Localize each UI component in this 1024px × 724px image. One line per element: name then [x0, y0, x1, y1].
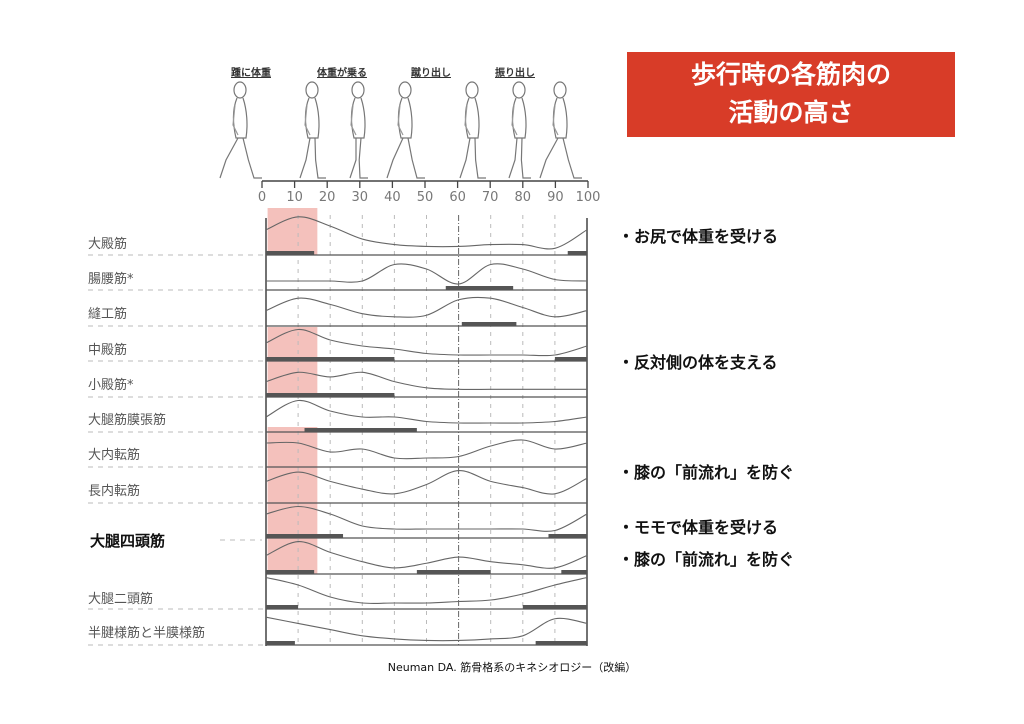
muscle-label: 小殿筋*	[88, 378, 134, 393]
slide-title: 歩行時の各筋肉の 活動の高さ	[627, 52, 955, 137]
note: ・膝の「前流れ」を防ぐ	[618, 550, 795, 569]
emg-curve	[265, 540, 588, 569]
activity-bar	[567, 251, 587, 255]
emg-curve	[266, 263, 588, 285]
activity-bar	[445, 286, 514, 290]
walking-figure	[219, 81, 262, 179]
stance-highlight	[267, 208, 318, 255]
emg-curve	[265, 439, 588, 460]
walking-figure	[539, 81, 582, 179]
emg-curve	[265, 371, 587, 391]
note: ・お尻で体重を受ける	[618, 227, 779, 246]
activity-bar	[266, 534, 344, 538]
activity-bar	[266, 570, 315, 574]
emg-curve	[265, 616, 588, 642]
note: ・反対側の体を支える	[618, 353, 778, 372]
note: ・モモで体重を受ける	[618, 518, 779, 537]
citation: Neuman DA. 筋骨格系のキネシオロジー（改編）	[387, 661, 637, 674]
walking-figure	[349, 81, 368, 179]
walking-figure	[386, 81, 425, 179]
activity-bar	[461, 322, 517, 326]
muscle-label: 大内転筋	[88, 448, 141, 463]
muscle-label: 大殿筋	[88, 237, 128, 252]
axis-tick-label: 40	[384, 190, 401, 205]
phase-label-heel: 踵に体重	[231, 68, 271, 79]
axis-tick-label: 30	[351, 190, 369, 205]
axis-tick-label: 100	[575, 190, 601, 205]
emg-curve	[265, 328, 588, 357]
axis-tick-label: 70	[481, 190, 499, 205]
activity-bar	[554, 357, 587, 361]
axis-tick-label: 80	[514, 190, 532, 205]
stance-highlight	[267, 327, 318, 397]
activity-bar	[266, 393, 395, 397]
axis-tick-label: 90	[547, 190, 564, 205]
axis-tick-label: 0	[257, 190, 267, 205]
emg-curve	[265, 576, 588, 604]
activity-bar	[561, 570, 587, 574]
activity-bar	[548, 534, 587, 538]
emg-curve	[265, 216, 588, 250]
axis-tick-label: 60	[449, 190, 466, 205]
walking-figure	[508, 81, 531, 179]
stance-highlight	[267, 427, 318, 574]
note: ・膝の「前流れ」を防ぐ	[618, 463, 795, 482]
emg-curve	[265, 469, 588, 495]
activity-bar	[266, 251, 315, 255]
muscle-label: 縫工筋	[88, 307, 128, 322]
phase-label-push-off: 蹴り出し	[411, 68, 451, 79]
activity-bar	[266, 641, 295, 645]
emg-curve	[265, 399, 588, 424]
title-line-2: 活動の高さ	[728, 98, 854, 127]
activity-bar	[535, 641, 587, 645]
walking-figure	[299, 81, 326, 179]
activity-bar	[266, 357, 395, 361]
muscle-label: 中殿筋	[88, 343, 128, 358]
axis-tick-label: 10	[286, 190, 303, 205]
muscle-label: 大腿筋膜張筋	[88, 413, 167, 428]
walking-figure	[459, 81, 486, 179]
phase-label-swing: 振り出し	[495, 68, 535, 79]
title-line-1: 歩行時の各筋肉の	[690, 60, 891, 89]
muscle-label: 腸腰筋*	[88, 272, 134, 287]
muscle-label: 大腿二頭筋	[88, 592, 154, 607]
phase-label-loading: 体重が乗る	[317, 68, 367, 79]
activity-bar	[266, 605, 299, 609]
emg-curve	[265, 296, 588, 318]
muscle-label-quadriceps: 大腿四頭筋	[90, 532, 166, 550]
activity-bar	[304, 428, 417, 432]
activity-bar	[416, 570, 491, 574]
axis-tick-label: 20	[318, 190, 336, 205]
activity-bar	[522, 605, 587, 609]
axis-tick-label: 50	[416, 190, 434, 205]
muscle-label: 半腱様筋と半膜様筋	[88, 626, 206, 641]
muscle-label: 長内転筋	[88, 484, 141, 499]
emg-curve	[265, 505, 588, 532]
